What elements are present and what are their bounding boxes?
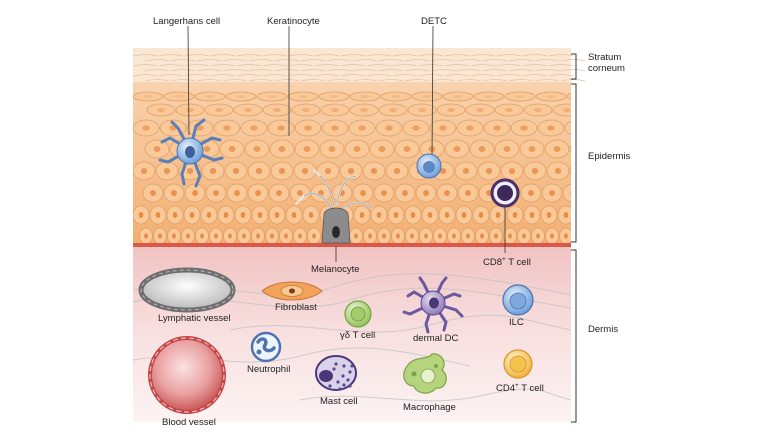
- ilc-cell: [502, 284, 534, 316]
- gamma-delta-t-cell-label: γδ T cell: [340, 330, 376, 341]
- melanocyte-cell: [295, 169, 373, 262]
- lymphatic-vessel-label: Lymphatic vessel: [158, 313, 231, 324]
- cd8-label-base: CD8: [483, 257, 503, 269]
- dermal-dc-cell: [402, 276, 464, 334]
- mast-cell: [315, 355, 357, 391]
- keratinocyte-label: Keratinocyte: [267, 16, 320, 27]
- cd4-t-cell-label: CD4+ T cell: [496, 382, 544, 395]
- gamma-delta-t-cell: [344, 300, 372, 328]
- stratum-corneum-label: Stratum corneum: [588, 52, 625, 74]
- cd4-label-tail: T cell: [518, 383, 544, 395]
- cd4-label-base: CD4: [496, 383, 516, 395]
- detc-cell: [416, 25, 442, 179]
- cd4-t-cell: [503, 349, 533, 379]
- mast-cell-label: Mast cell: [320, 396, 358, 407]
- cd8-label-sup: +: [502, 256, 506, 263]
- epidermis-layer: [133, 82, 571, 246]
- lymphatic-vessel: [138, 267, 236, 313]
- macrophage-label: Macrophage: [403, 402, 456, 413]
- dermal-dc-label: dermal DC: [413, 333, 459, 344]
- dermis-label: Dermis: [588, 324, 619, 335]
- neutrophil-label: Neutrophil: [247, 364, 291, 375]
- cd8-label-tail: T cell: [505, 257, 531, 269]
- fibroblast-cell: [261, 281, 323, 301]
- layer-brackets: [571, 53, 577, 423]
- fibroblast-label: Fibroblast: [275, 302, 317, 313]
- cd4-label-sup: +: [515, 382, 519, 389]
- macrophage-cell: [403, 353, 447, 394]
- cd8-t-cell: [490, 178, 520, 253]
- epidermis-label: Epidermis: [588, 151, 631, 162]
- langerhans-cell-label: Langerhans cell: [153, 16, 221, 27]
- blood-vessel: [148, 336, 226, 414]
- stratum-corneum-layer: [132, 48, 586, 84]
- langerhans-cell: [158, 25, 224, 188]
- ilc-label: ILC: [509, 317, 524, 328]
- detc-label: DETC: [421, 16, 447, 27]
- neutrophil-cell: [250, 331, 282, 363]
- cd8-t-cell-label: CD8+ T cell: [483, 256, 531, 269]
- blood-vessel-label: Blood vessel: [162, 417, 216, 428]
- melanocyte-label: Melanocyte: [311, 264, 360, 275]
- basement-membrane: [133, 243, 571, 247]
